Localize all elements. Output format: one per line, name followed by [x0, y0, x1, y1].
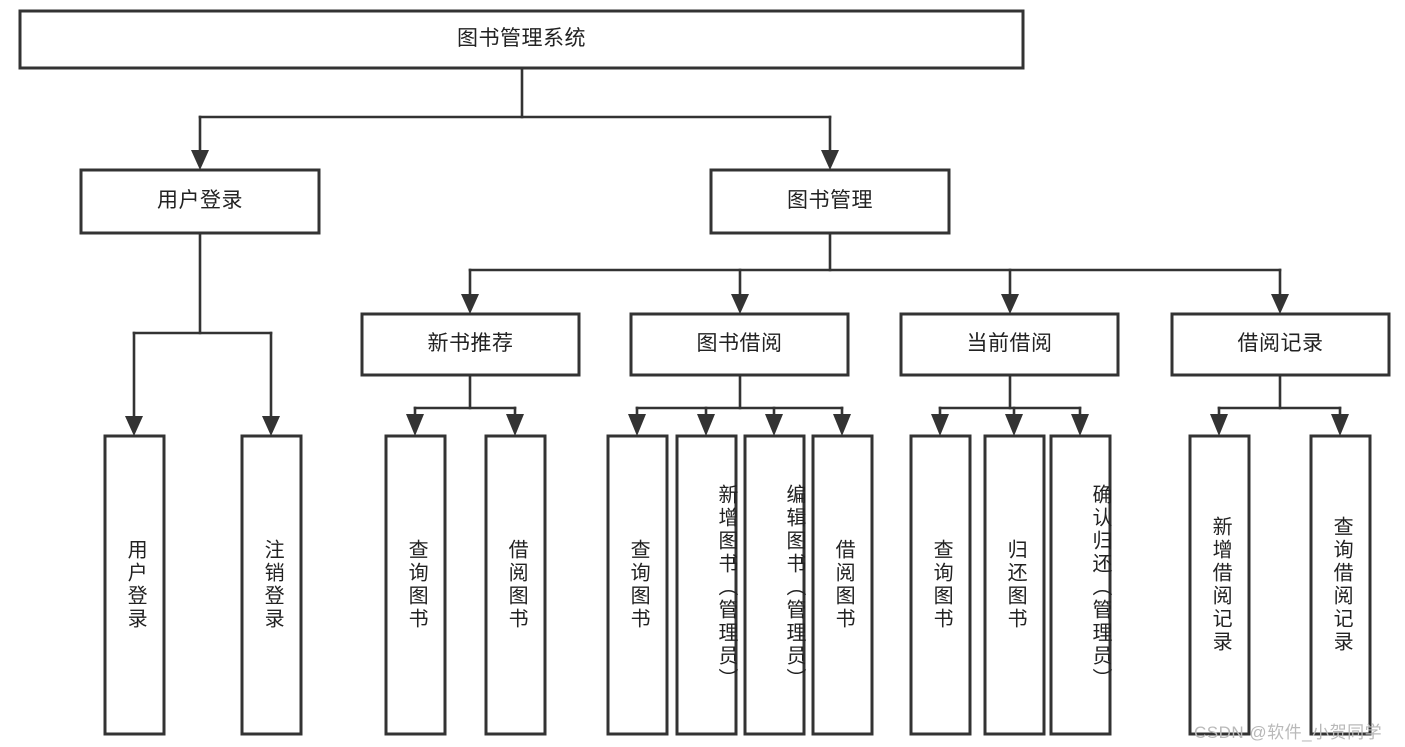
arrow-head-borrow-record: [1271, 294, 1289, 314]
node-box-leaf-query-book-current[interactable]: [909, 434, 972, 736]
node-box-leaf-borrow-book-recommend[interactable]: [484, 434, 547, 736]
arrow-head-leaf-add-borrow-record: [1210, 414, 1228, 436]
node-box-leaf-return-book[interactable]: [983, 434, 1046, 736]
arrow-head-leaf-borrow-book-recommend: [506, 414, 524, 436]
arrow-head-user-login: [191, 150, 209, 170]
arrow-head-book-borrow: [731, 294, 749, 314]
node-box-book-borrow[interactable]: [629, 312, 850, 377]
arrow-head-new-book-recommend: [461, 294, 479, 314]
arrow-head-leaf-query-book-recommend: [406, 414, 424, 436]
node-box-leaf-confirm-return-admin[interactable]: [1049, 434, 1112, 736]
arrow-head-current-borrow: [1001, 294, 1019, 314]
arrow-head-leaf-borrow-book: [833, 414, 851, 436]
arrow-head-leaf-query-book-borrow: [628, 414, 646, 436]
csdn-watermark: CSDN @软件_小贺同学: [1194, 723, 1383, 742]
arrow-head-leaf-logout-login: [262, 416, 280, 436]
arrow-head-leaf-edit-book-admin: [765, 414, 783, 436]
connector-layer: [125, 66, 1349, 436]
arrow-head-leaf-return-book: [1005, 414, 1023, 436]
arrow-head-leaf-add-book-admin: [697, 414, 715, 436]
node-box-leaf-borrow-book[interactable]: [811, 434, 874, 736]
node-box-leaf-edit-book-admin[interactable]: [743, 434, 806, 736]
node-box-new-book-recommend[interactable]: [360, 312, 581, 377]
arrow-head-leaf-query-borrow-record: [1331, 414, 1349, 436]
node-box-leaf-logout-login[interactable]: [240, 434, 303, 736]
node-box-leaf-add-borrow-record[interactable]: [1188, 434, 1251, 736]
node-box-current-borrow[interactable]: [899, 312, 1120, 377]
node-box-root[interactable]: [18, 9, 1025, 70]
node-box-borrow-record[interactable]: [1170, 312, 1391, 377]
node-box-leaf-user-login[interactable]: [103, 434, 166, 736]
arrow-head-leaf-query-book-current: [931, 414, 949, 436]
node-box-leaf-query-book-recommend[interactable]: [384, 434, 447, 736]
node-box-leaf-add-book-admin[interactable]: [675, 434, 738, 736]
box-layer: [18, 9, 1391, 736]
node-box-leaf-query-book-borrow[interactable]: [606, 434, 669, 736]
node-box-leaf-query-borrow-record[interactable]: [1309, 434, 1372, 736]
arrow-head-book-management: [821, 150, 839, 170]
node-box-user-login[interactable]: [79, 168, 321, 235]
node-box-book-management[interactable]: [709, 168, 951, 235]
arrow-head-leaf-user-login: [125, 416, 143, 436]
arrow-head-leaf-confirm-return-admin: [1071, 414, 1089, 436]
